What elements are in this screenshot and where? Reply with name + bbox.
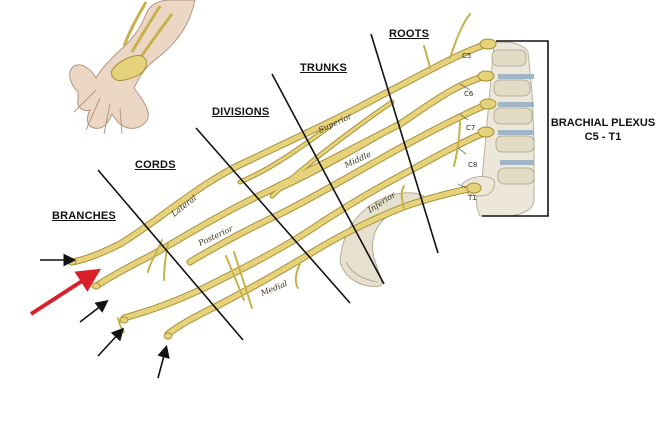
red-arrow	[29, 268, 102, 316]
header-branches: BRANCHES	[52, 210, 116, 222]
level-c5: C5	[462, 52, 471, 60]
header-cords: CORDS	[135, 159, 176, 171]
level-t1: T1	[467, 194, 477, 202]
header-divisions: DIVISIONS	[212, 106, 270, 118]
brachial-plexus-label: BRACHIAL PLEXUS C5 - T1	[548, 116, 658, 144]
level-c6: C6	[464, 90, 474, 98]
header-roots: ROOTS	[389, 28, 430, 40]
black-arrow-2	[79, 300, 109, 323]
divider-roots	[370, 33, 439, 254]
header-trunks: TRUNKS	[300, 62, 348, 74]
nerve-bundle	[67, 13, 497, 340]
divider-trunks	[271, 73, 385, 285]
level-c8: C8	[468, 161, 477, 169]
pointer-arrows	[29, 253, 170, 379]
divider-cords	[97, 169, 244, 341]
hand-illustration	[69, 0, 196, 135]
level-c7: C7	[466, 124, 475, 132]
divider-divisions	[195, 127, 351, 304]
plexus-label-line1: BRACHIAL PLEXUS	[550, 117, 656, 129]
level-labels: C5 C6 C7 C8 T1	[457, 52, 477, 202]
black-arrow-3	[97, 327, 125, 357]
black-arrow-4	[157, 344, 170, 379]
plexus-bracket	[482, 40, 549, 217]
plexus-label-line2: C5 - T1	[584, 131, 622, 143]
section-dividers	[97, 33, 439, 341]
